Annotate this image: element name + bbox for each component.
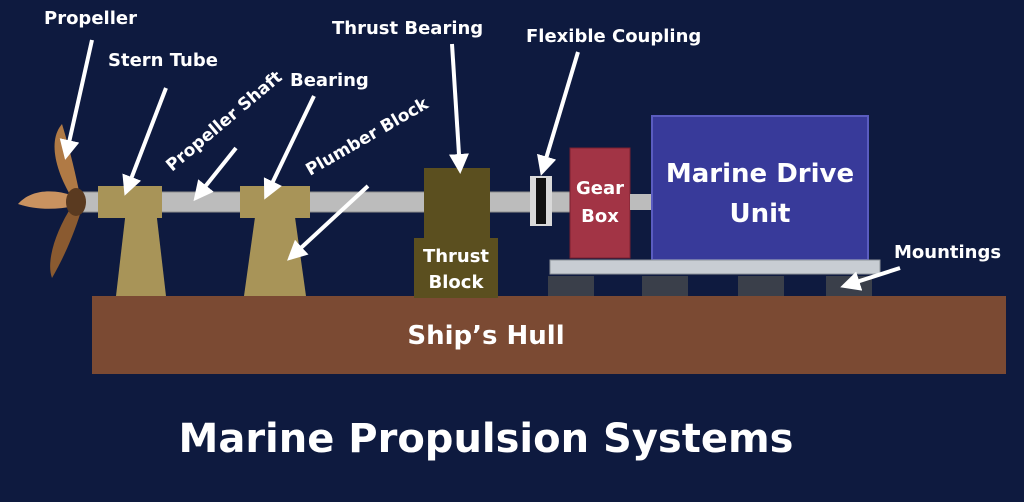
thrust-bearing-arrow [449, 43, 469, 174]
output-shaft [630, 194, 654, 210]
stern-tube-label: Stern Tube [108, 50, 218, 71]
diagram-title: Marine Propulsion Systems [179, 416, 794, 462]
drive-unit-label-line1: Marine Drive [666, 159, 854, 189]
propeller-blade-upper [54, 124, 80, 198]
propeller-shaft-arrow [193, 146, 238, 202]
thrust-block [414, 238, 498, 298]
bearing-label: Bearing [290, 70, 369, 91]
plumber-block-support [244, 210, 306, 296]
hull-label: Ship’s Hull [407, 321, 564, 351]
propeller-blade-back [18, 191, 74, 209]
mountings-arrow [840, 266, 901, 291]
propeller-label: Propeller [44, 8, 137, 29]
gear-box-label-line2: Box [581, 206, 619, 227]
gear-box-label-line1: Gear [576, 178, 624, 199]
thrust-block-label-line2: Block [429, 272, 485, 293]
mounting-3 [738, 276, 784, 296]
thrust-block-label-line1: Thrust [423, 246, 489, 267]
mountings-label: Mountings [894, 242, 1001, 263]
bearing [240, 186, 310, 218]
propeller-arrow [59, 39, 94, 160]
marine-drive-unit [651, 115, 869, 261]
propeller-blade-lower [50, 206, 82, 278]
bearing-arrow [263, 95, 316, 200]
ships-hull [92, 296, 1006, 374]
thrust-bearing-label: Thrust Bearing [332, 18, 483, 39]
gear-box [569, 147, 631, 259]
mountings [548, 276, 872, 296]
thrust-bearing [424, 168, 490, 238]
drive-unit-label-line2: Unit [730, 199, 791, 229]
stern-tube-support [116, 210, 166, 296]
mounting-1 [548, 276, 594, 296]
propeller-hub [66, 188, 86, 216]
propeller [18, 124, 86, 278]
plumber-block-arrow [287, 184, 370, 261]
mounting-platform [549, 259, 881, 275]
plumber-block-label: Plumber Block [303, 94, 433, 181]
stern-tube-arrow [122, 87, 168, 196]
flexible-coupling-label: Flexible Coupling [526, 26, 701, 47]
mounting-2 [642, 276, 688, 296]
flexible-coupling-core [536, 178, 546, 224]
flexible-coupling-arrow [537, 51, 580, 176]
stern-tube [98, 186, 162, 218]
